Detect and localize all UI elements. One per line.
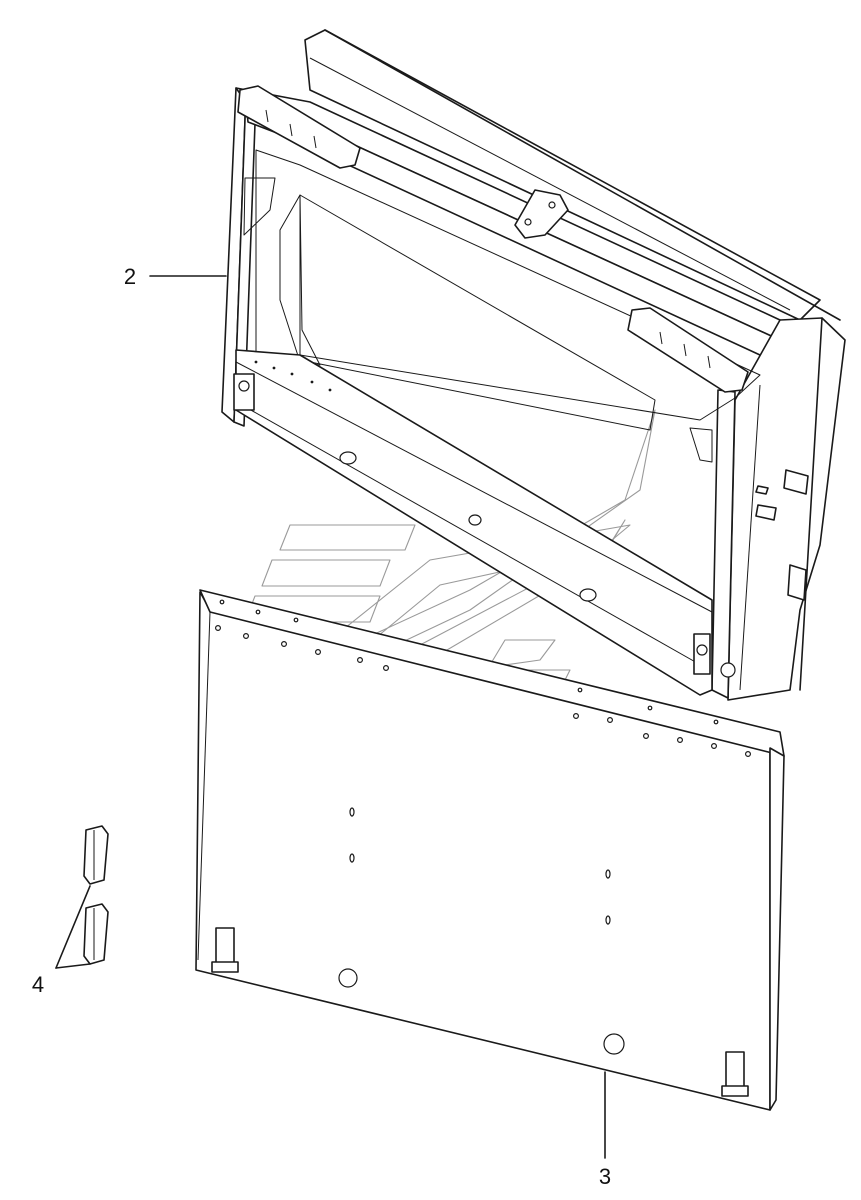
callout-label-3: 3 bbox=[599, 1164, 611, 1189]
part-2-frame bbox=[221, 29, 846, 701]
part-4-clips bbox=[83, 825, 109, 965]
callout-leaders bbox=[55, 275, 606, 1159]
callout-label-4: 4 bbox=[32, 972, 44, 997]
callout-label-2: 2 bbox=[124, 264, 136, 289]
part-3-plate bbox=[195, 589, 785, 1111]
